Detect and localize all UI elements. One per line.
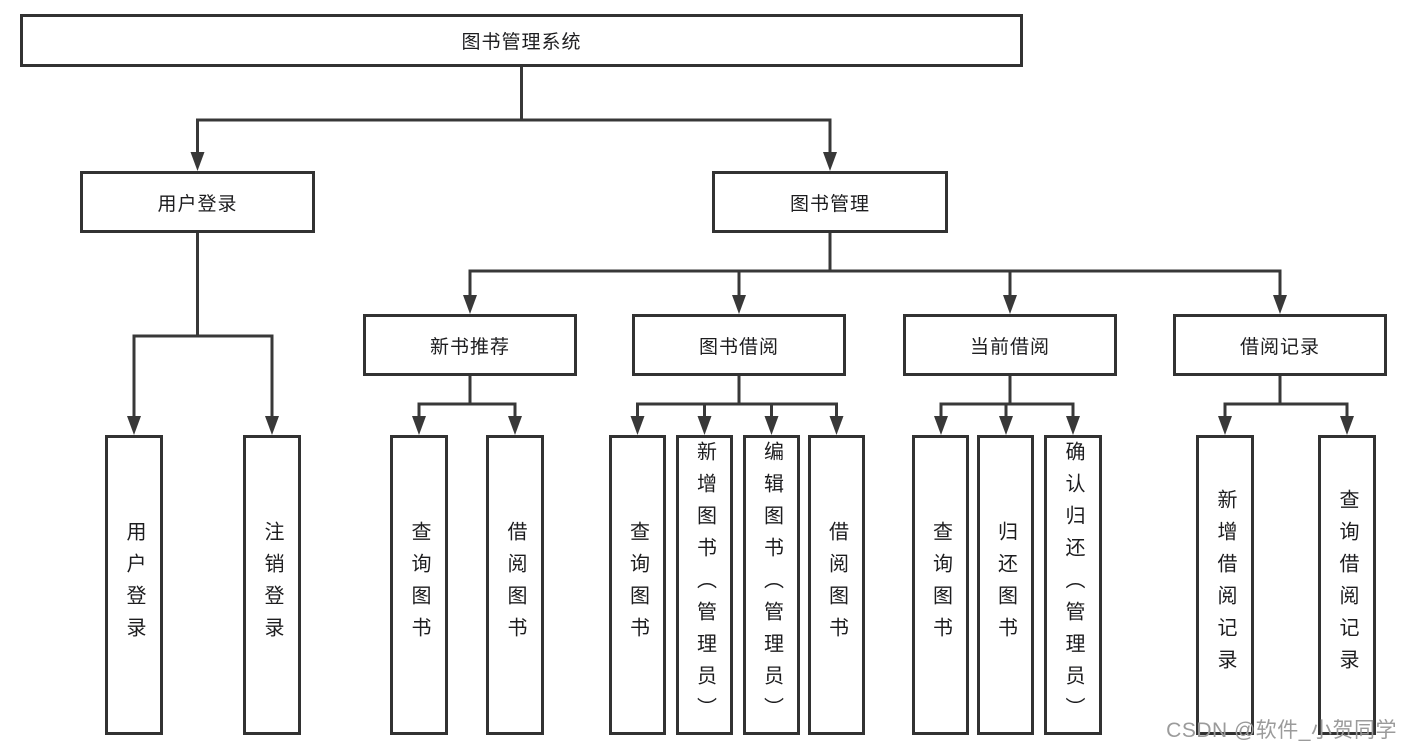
edge-root-to-level2	[190, 65, 837, 171]
leaf-user-login: 用户登录	[105, 435, 163, 735]
leaf-borrow-books-newbooks: 借阅图书	[486, 435, 544, 735]
node-book-borrowing: 图书借阅	[632, 314, 846, 376]
leaf-add-books-admin-label: 新增图书（管理员）	[693, 441, 716, 729]
edge-user-login-to-leaves	[127, 231, 279, 435]
edge-book-mgmt-to-level3	[463, 231, 1287, 314]
node-root-library-system: 图书管理系统	[20, 14, 1023, 67]
leaf-borrow-books-borrowing: 借阅图书	[808, 435, 865, 735]
leaf-borrow-books-newbooks-label: 借阅图书	[504, 521, 526, 649]
edge-records-to-leaves	[1218, 374, 1354, 435]
leaf-query-books-newbooks: 查询图书	[390, 435, 448, 735]
leaf-logout-label: 注销登录	[261, 521, 283, 649]
leaf-add-borrow-record: 新增借阅记录	[1196, 435, 1254, 735]
node-book-management: 图书管理	[712, 171, 948, 233]
leaf-query-books-borrowing-label: 查询图书	[626, 521, 649, 649]
node-new-book-recommend: 新书推荐	[363, 314, 577, 376]
leaf-confirm-return-admin-label: 确认归还（管理员）	[1062, 441, 1084, 729]
edge-current-to-leaves	[934, 374, 1080, 435]
node-borrowing-records: 借阅记录	[1173, 314, 1387, 376]
leaf-query-borrow-record: 查询借阅记录	[1318, 435, 1376, 735]
leaf-query-books-current-label: 查询图书	[929, 521, 952, 649]
leaf-query-books-borrowing: 查询图书	[609, 435, 666, 735]
edge-new-books-to-leaves	[412, 374, 522, 435]
leaf-query-books-newbooks-label: 查询图书	[408, 521, 430, 649]
leaf-user-login-label: 用户登录	[123, 521, 145, 649]
leaf-return-books: 归还图书	[977, 435, 1034, 735]
leaf-edit-books-admin-label: 编辑图书（管理员）	[760, 441, 783, 729]
leaf-add-borrow-record-label: 新增借阅记录	[1214, 489, 1236, 681]
leaf-logout: 注销登录	[243, 435, 301, 735]
edge-borrowing-to-leaves	[630, 374, 844, 435]
leaf-borrow-books-borrowing-label: 借阅图书	[825, 521, 848, 649]
leaf-edit-books-admin: 编辑图书（管理员）	[743, 435, 800, 735]
leaf-add-books-admin: 新增图书（管理员）	[676, 435, 733, 735]
leaf-return-books-label: 归还图书	[994, 521, 1017, 649]
node-user-login: 用户登录	[80, 171, 315, 233]
leaf-query-books-current: 查询图书	[912, 435, 969, 735]
node-current-borrowing: 当前借阅	[903, 314, 1117, 376]
leaf-query-borrow-record-label: 查询借阅记录	[1336, 489, 1358, 681]
csdn-watermark: CSDN @软件_小贺同学	[1166, 719, 1397, 742]
leaf-confirm-return-admin: 确认归还（管理员）	[1044, 435, 1102, 735]
